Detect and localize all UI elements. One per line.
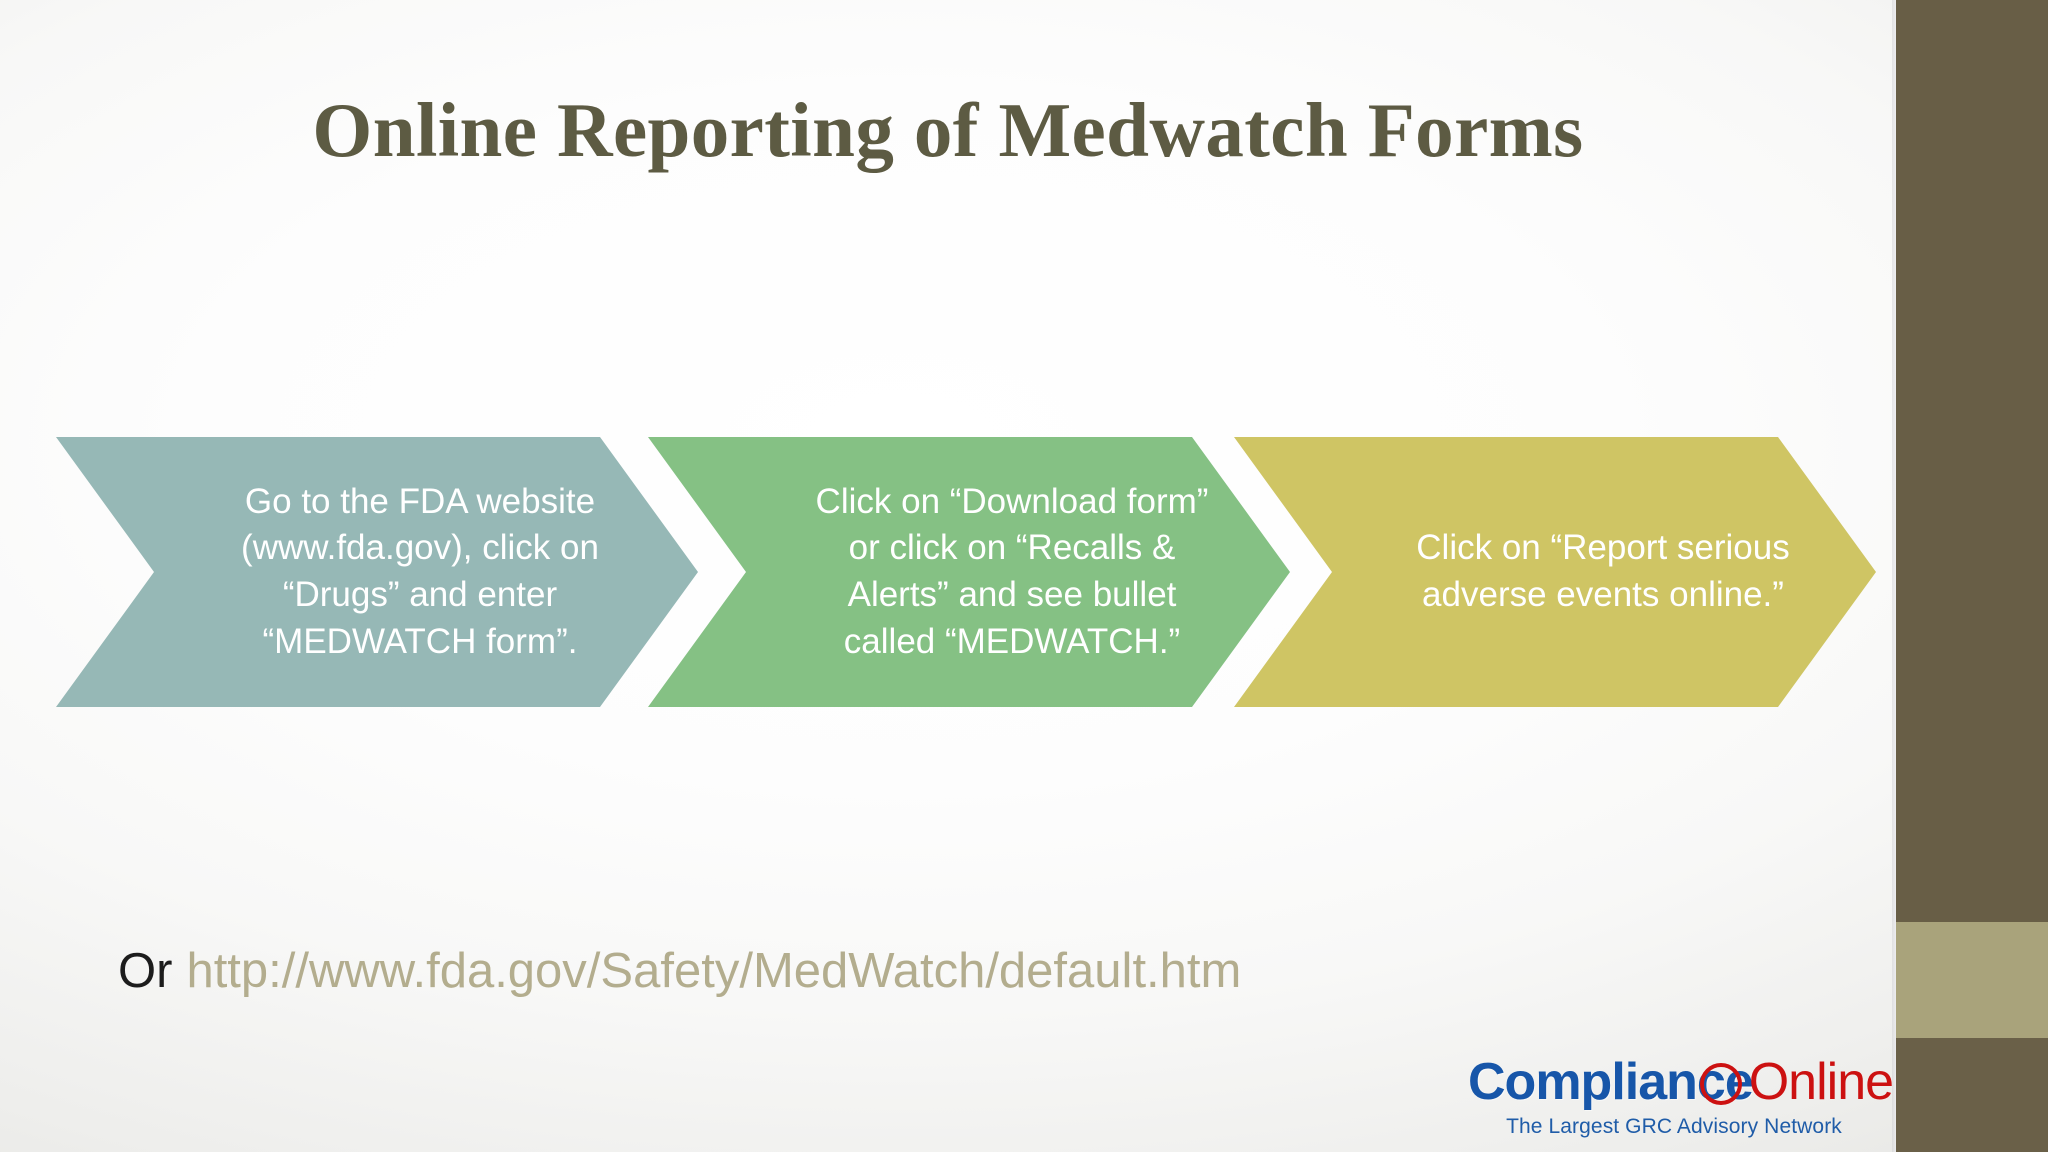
footer-or-label: Or (118, 944, 173, 998)
medwatch-url-link[interactable]: http://www.fda.gov/Safety/MedWatch/defau… (186, 944, 1242, 998)
logo-compliance-text: Compliance (1468, 1053, 1754, 1111)
page-title: Online Reporting of Medwatch Forms (312, 87, 1584, 173)
sidebar-edge-shadow (1892, 0, 1897, 1152)
logo-online-text: Online (1748, 1053, 1894, 1111)
process-step-1[interactable]: Go to the FDA website (www.fda.gov), cli… (56, 437, 698, 707)
logo-tagline: The Largest GRC Advisory Network (1506, 1115, 1842, 1138)
process-step-2[interactable]: Click on “Download form” or click on “Re… (648, 437, 1290, 707)
process-step-2-label: Click on “Download form” or click on “Re… (815, 481, 1209, 661)
process-step-3[interactable]: Click on “Report serious adverse events … (1234, 437, 1876, 707)
logo-wordmark: ComplianceOnline (1468, 1053, 1894, 1111)
process-step-1-label: Go to the FDA website (www.fda.gov), cli… (241, 481, 599, 661)
sidebar-band-middle (1896, 922, 2048, 1038)
process-step-3-label: Click on “Report serious adverse events … (1416, 528, 1790, 614)
sidebar-band-bottom (1896, 1038, 2048, 1152)
sidebar-band-top (1896, 0, 2048, 922)
process-flow: Go to the FDA website (www.fda.gov), cli… (0, 437, 1896, 707)
decorative-sidebar (1896, 0, 2048, 1152)
complianceonline-logo: ComplianceOnline The Largest GRC Advisor… (1468, 1053, 1894, 1140)
